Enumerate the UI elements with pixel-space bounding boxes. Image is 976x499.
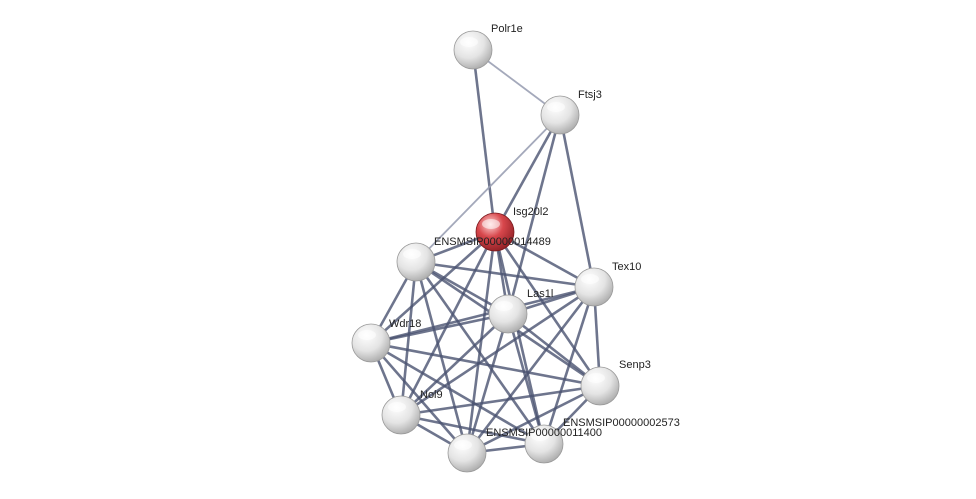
- node-highlight: [482, 219, 500, 229]
- edge-ENSMSIP00000014489-Tex10: [415, 260, 595, 289]
- edge-Las1l-Wdr18: [370, 312, 509, 345]
- node-layer: Polr1eFtsj3Isg20l2ENSMSIP00000014489Tex1…: [351, 23, 680, 473]
- edge-Tex10-ENSMSIP00000011400: [465, 286, 596, 454]
- node-highlight: [587, 373, 605, 383]
- node-circle[interactable]: [580, 366, 620, 406]
- node-label: Polr1e: [491, 23, 523, 35]
- node-Nol9[interactable]: Nol9: [381, 389, 443, 435]
- node-Wdr18[interactable]: Wdr18: [351, 318, 421, 363]
- node-label: ENSMSIP00000014489: [434, 236, 551, 248]
- node-label: Nol9: [420, 389, 443, 401]
- node-Polr1e[interactable]: Polr1e: [453, 23, 523, 70]
- node-highlight: [403, 249, 421, 259]
- edge-Isg20l2-ENSMSIP00000002573: [493, 231, 546, 445]
- node-label: ENSMSIP00000002573: [563, 417, 680, 429]
- edge-Tex10-Wdr18: [370, 285, 595, 345]
- edge-Ftsj3-Las1l: [506, 114, 562, 315]
- edge-Nol9-ENSMSIP00000002573: [400, 413, 545, 446]
- node-circle[interactable]: [396, 242, 436, 282]
- node-highlight: [388, 402, 406, 412]
- node-ENSMSIP00000002573[interactable]: ENSMSIP00000002573: [524, 417, 680, 464]
- node-highlight: [531, 431, 549, 441]
- node-label: ENSMSIP00000011400: [486, 427, 602, 439]
- node-circle[interactable]: [447, 433, 487, 473]
- edge-ENSMSIP00000014489-Nol9: [399, 261, 418, 416]
- edge-Isg20l2-ENSMSIP00000011400: [465, 231, 497, 454]
- node-label: Las1l: [527, 288, 553, 300]
- node-highlight: [547, 102, 565, 112]
- node-ENSMSIP00000011400[interactable]: ENSMSIP00000011400: [447, 427, 602, 473]
- node-label: Tex10: [612, 261, 641, 273]
- node-highlight: [581, 274, 599, 284]
- node-circle[interactable]: [540, 95, 580, 135]
- edge-Tex10-ENSMSIP00000002573: [542, 286, 596, 445]
- edge-Senp3-ENSMSIP00000011400: [466, 384, 601, 455]
- edge-Isg20l2-Senp3: [493, 231, 602, 387]
- edge-Polr1e-Isg20l2: [471, 49, 497, 233]
- node-label: Senp3: [619, 359, 651, 371]
- edge-Wdr18-ENSMSIP00000011400: [370, 342, 468, 454]
- edge-Las1l-Senp3: [507, 312, 601, 388]
- node-label: Wdr18: [389, 318, 421, 330]
- node-Ftsj3[interactable]: Ftsj3: [540, 89, 602, 135]
- edge-Wdr18-Senp3: [370, 341, 601, 388]
- node-Las1l[interactable]: Las1l: [488, 288, 553, 334]
- node-ENSMSIP00000014489[interactable]: ENSMSIP00000014489: [396, 236, 551, 282]
- edge-ENSMSIP00000014489-ENSMSIP00000002573: [414, 261, 546, 445]
- node-circle[interactable]: [488, 294, 528, 334]
- edge-Senp3-Nol9: [400, 384, 601, 417]
- node-Tex10[interactable]: Tex10: [574, 261, 641, 307]
- edge-Ftsj3-Tex10: [558, 114, 596, 288]
- node-Isg20l2[interactable]: Isg20l2: [475, 206, 548, 252]
- node-circle[interactable]: [381, 395, 421, 435]
- edge-Ftsj3-Isg20l2: [493, 114, 562, 233]
- edge-Las1l-ENSMSIP00000002573: [506, 313, 546, 445]
- edge-Ftsj3-ENSMSIP00000014489: [415, 114, 561, 263]
- node-circle[interactable]: [453, 30, 493, 70]
- node-label: Isg20l2: [513, 206, 548, 218]
- edge-Wdr18-ENSMSIP00000002573: [370, 341, 545, 446]
- node-highlight: [460, 37, 478, 47]
- node-circle[interactable]: [574, 267, 614, 307]
- node-highlight: [454, 440, 472, 450]
- node-circle[interactable]: [351, 323, 391, 363]
- node-label: Ftsj3: [578, 89, 602, 101]
- node-highlight: [495, 301, 513, 311]
- node-highlight: [358, 330, 376, 340]
- node-Senp3[interactable]: Senp3: [580, 359, 651, 406]
